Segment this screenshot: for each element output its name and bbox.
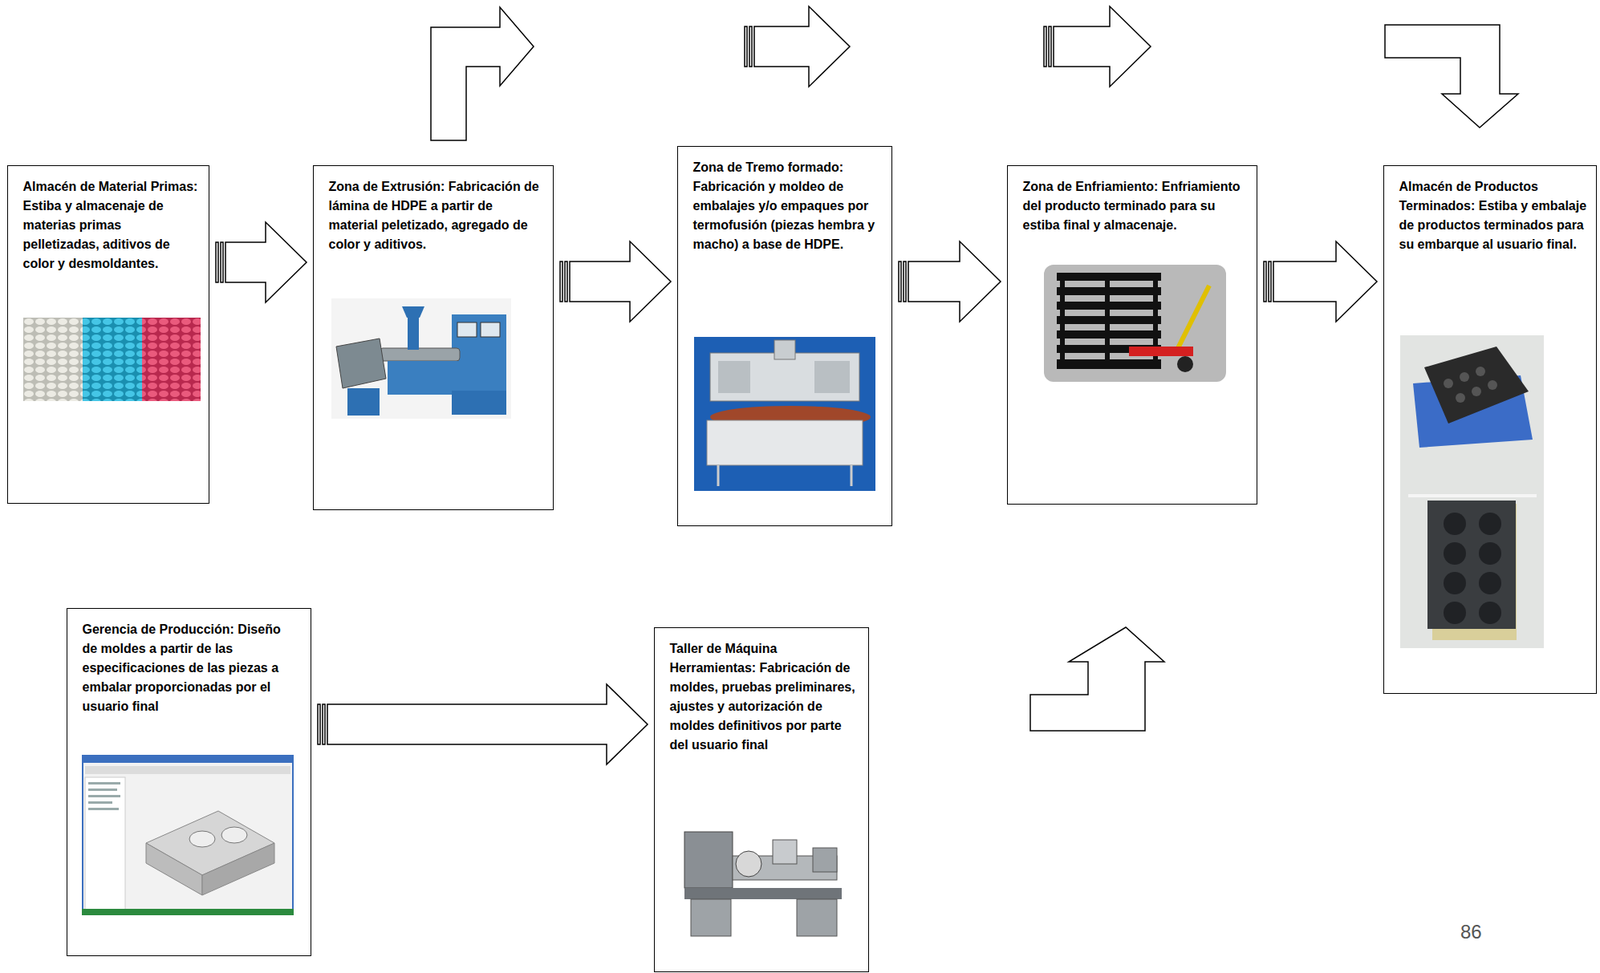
bent-arrow — [1030, 627, 1165, 731]
process-box: Zona de Extrusión: Fabricación de lámina… — [312, 165, 554, 511]
block-arrow — [744, 6, 850, 87]
box-text: Zona de Enfriamiento: Enfriamiento del p… — [1023, 177, 1247, 236]
block-arrow — [560, 241, 671, 322]
process-box: Zona de Tremo formado: Fabricación y mol… — [677, 146, 893, 527]
box-text: Zona de Tremo formado: Fabricación y mol… — [693, 158, 880, 255]
thermoformer-photo — [694, 337, 876, 492]
block-arrow — [317, 684, 648, 765]
process-box: Almacén de Material Primas: Estiba y alm… — [7, 165, 210, 504]
trays-photo — [1400, 335, 1544, 649]
process-box: Zona de Enfriamiento: Enfriamiento del p… — [1007, 165, 1258, 505]
box-text: Almacén de Productos Terminados: Estiba … — [1399, 177, 1589, 255]
block-arrow — [1263, 241, 1377, 322]
box-text: Zona de Extrusión: Fabricación de lámina… — [328, 177, 545, 255]
process-box: Almacén de Productos Terminados: Estiba … — [1383, 165, 1597, 695]
pellets-photo — [23, 317, 201, 402]
bent-arrow — [430, 7, 534, 141]
lathe-photo — [676, 816, 850, 939]
box-text: Taller de Máquina Herramientas: Fabricac… — [670, 639, 861, 756]
bent-arrow — [1384, 24, 1519, 128]
page-number: 86 — [1460, 921, 1483, 944]
block-arrow — [215, 222, 307, 303]
box-text: Almacén de Material Primas: Estiba y alm… — [23, 177, 202, 274]
pallet-photo — [1040, 261, 1230, 386]
cad-screenshot — [81, 755, 294, 916]
process-box: Gerencia de Producción: Diseño de moldes… — [66, 608, 312, 957]
block-arrow — [1043, 6, 1151, 87]
process-box: Taller de Máquina Herramientas: Fabricac… — [653, 627, 870, 973]
block-arrow — [898, 241, 1001, 322]
extruder-photo — [331, 298, 512, 419]
box-text: Gerencia de Producción: Diseño de moldes… — [82, 620, 298, 717]
